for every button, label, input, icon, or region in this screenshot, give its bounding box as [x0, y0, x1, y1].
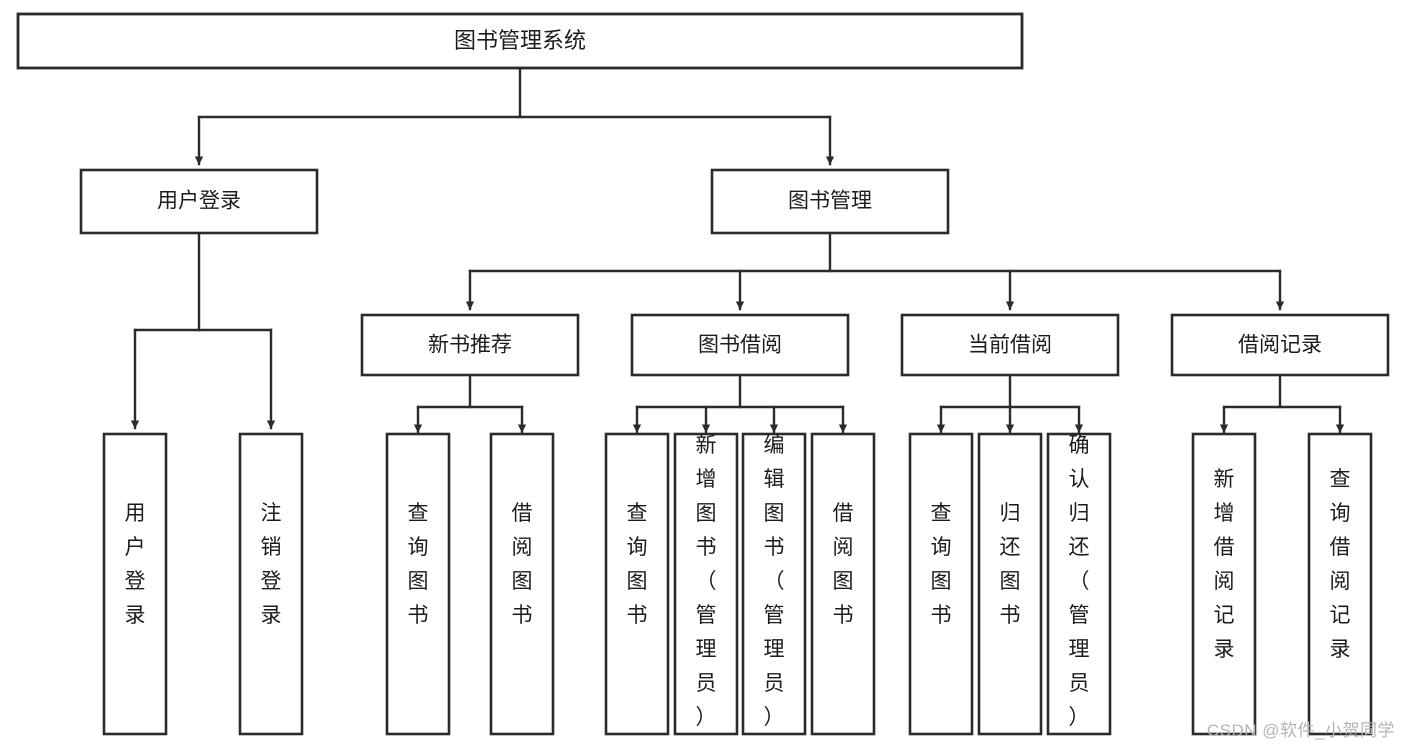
leaf-book-borrow-2-label: 编辑图书（管理员） [764, 434, 785, 729]
node-root-label: 图书管理系统 [454, 28, 586, 53]
node-book-manage-label: 图书管理 [788, 190, 872, 213]
leaf-user-login-0-label: 用户登录 [125, 502, 146, 627]
csdn-watermark: CSDN @软件_小贺同学 [1206, 721, 1395, 740]
leaf-current-borrow-2-box[interactable] [1046, 432, 1112, 736]
connector-group-root [194, 66, 835, 166]
leaf-new-book-1-label: 借阅图书 [512, 502, 533, 627]
leaf-node[interactable]: 确认归还（管理员） [1046, 432, 1112, 736]
leaf-node[interactable]: 新增图书（管理员） [673, 432, 739, 736]
leaf-node[interactable]: 借阅图书 [810, 432, 876, 736]
leaf-node[interactable]: 借阅图书 [489, 432, 555, 736]
leaf-user-login-0-box[interactable] [102, 432, 168, 736]
leaf-node[interactable]: 查询图书 [385, 432, 451, 736]
leaf-new-book-0-label: 查询图书 [408, 502, 429, 627]
leaf-borrow-record-0-box[interactable] [1191, 432, 1257, 736]
leaf-node[interactable]: 查询借阅记录 [1307, 432, 1373, 736]
leaf-current-borrow-0-label: 查询图书 [931, 502, 952, 627]
leaf-borrow-record-0-label: 新增借阅记录 [1214, 468, 1235, 661]
node-current-borrow-box[interactable] [900, 313, 1120, 377]
leaf-current-borrow-0-box[interactable] [908, 432, 974, 736]
leaf-node[interactable]: 新增借阅记录 [1191, 432, 1257, 736]
node-current-borrow-label: 当前借阅 [968, 334, 1052, 357]
leaf-node[interactable]: 查询图书 [908, 432, 974, 736]
connector-group-borrow-record [1219, 373, 1345, 434]
leaf-user-login-1-label: 注销登录 [261, 502, 282, 627]
connector-group-new-book [413, 373, 527, 434]
leaf-book-borrow-3-label: 借阅图书 [833, 502, 854, 627]
node-new-book-recommend-label: 新书推荐 [428, 334, 512, 357]
leaf-new-book-0-box[interactable] [385, 432, 451, 736]
connector-group-book-manage [465, 231, 1285, 311]
leaf-book-borrow-0-box[interactable] [604, 432, 670, 736]
leaf-new-book-1-box[interactable] [489, 432, 555, 736]
leaf-current-borrow-2-label: 确认归还（管理员） [1069, 434, 1090, 729]
connector-group-book-borrow [632, 373, 848, 434]
leaf-borrow-record-1-box[interactable] [1307, 432, 1373, 736]
node-user-login[interactable]: 用户登录 [79, 168, 319, 235]
leaf-book-borrow-3-box[interactable] [810, 432, 876, 736]
leaf-node[interactable]: 编辑图书（管理员） [741, 432, 807, 736]
node-new-book-recommend-box[interactable] [360, 313, 580, 377]
node-book-manage[interactable]: 图书管理 [710, 168, 950, 235]
node-user-login-box[interactable] [79, 168, 319, 235]
leaf-borrow-record-1-label: 查询借阅记录 [1330, 468, 1351, 661]
connector-group-user-login [130, 231, 276, 430]
leaf-book-borrow-1-label: 新增图书（管理员） [696, 434, 717, 729]
node-book-borrow-label: 图书借阅 [698, 334, 782, 357]
node-book-borrow[interactable]: 图书借阅 [630, 313, 850, 377]
node-user-login-label: 用户登录 [157, 190, 241, 213]
node-borrow-record-box[interactable] [1170, 313, 1390, 377]
node-borrow-record-label: 借阅记录 [1238, 334, 1322, 357]
leaf-user-login-1-box[interactable] [238, 432, 304, 736]
node-new-book-recommend[interactable]: 新书推荐 [360, 313, 580, 377]
leaf-book-borrow-2-box[interactable] [741, 432, 807, 736]
leaf-node[interactable]: 用户登录 [102, 432, 168, 736]
node-current-borrow[interactable]: 当前借阅 [900, 313, 1120, 377]
node-book-manage-box[interactable] [710, 168, 950, 235]
leaf-book-borrow-1-box[interactable] [673, 432, 739, 736]
leaf-book-borrow-0-label: 查询图书 [627, 502, 648, 627]
connector-group-current-borrow [936, 373, 1084, 434]
leaf-current-borrow-1-label: 归还图书 [1000, 502, 1021, 627]
node-root-box[interactable] [16, 12, 1024, 70]
node-book-borrow-box[interactable] [630, 313, 850, 377]
node-root[interactable]: 图书管理系统 [16, 12, 1024, 70]
leaf-current-borrow-1-box[interactable] [977, 432, 1043, 736]
leaf-node[interactable]: 查询图书 [604, 432, 670, 736]
node-borrow-record[interactable]: 借阅记录 [1170, 313, 1390, 377]
leaf-node[interactable]: 归还图书 [977, 432, 1043, 736]
leaf-node[interactable]: 注销登录 [238, 432, 304, 736]
